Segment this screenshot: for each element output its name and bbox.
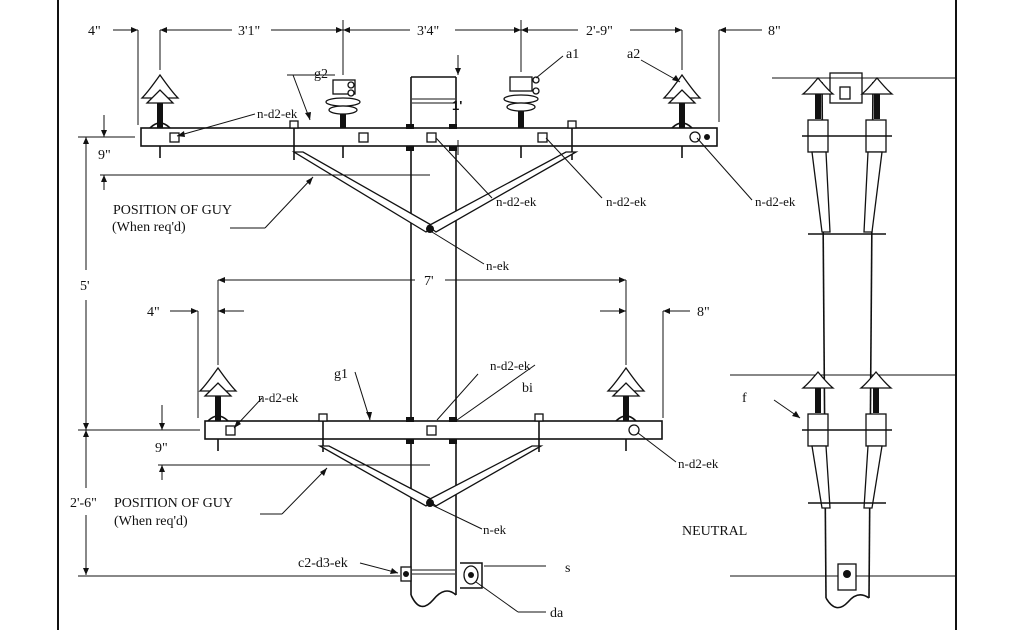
lower-braces (317, 445, 544, 507)
label-nek-top: n-ek (486, 258, 510, 273)
dim-1ft: 1' (452, 98, 462, 113)
label-s: s (565, 561, 570, 576)
dim-9in-low: 9" (155, 441, 168, 456)
label-neutral: NEUTRAL (682, 524, 747, 539)
dim-3ft4: 3'4" (417, 24, 439, 39)
when-reqd-top: (When req'd) (112, 220, 186, 235)
dim-3ft1: 3'1" (238, 24, 260, 39)
label-c2d3ek: c2-d3-ek (298, 556, 348, 571)
label-f: f (742, 391, 747, 406)
side-lower-insulators (730, 370, 955, 509)
label-g2: g2 (314, 67, 328, 82)
dim-8in-low: 8" (697, 305, 710, 320)
label-nd2ek-low-left: n-d2-ek (258, 390, 299, 405)
label-nd2ek-top-left: n-d2-ek (257, 106, 298, 121)
lower-pin-insulator-left (198, 366, 238, 451)
position-guy-top: POSITION OF GUY (113, 203, 232, 218)
label-nd2ek-top-right-mid: n-d2-ek (606, 194, 647, 209)
label-nek-low: n-ek (483, 522, 507, 537)
label-nd2ek-low-center: n-d2-ek (490, 358, 531, 373)
label-nd2ek-top-right: n-d2-ek (755, 194, 796, 209)
dim-9in-top: 9" (98, 148, 111, 163)
dim-7ft: 7' (424, 274, 434, 289)
annotation-text: 4" 3'1" 3'4" 2'-9" 8" 1' a1 a2 g2 n-d2-e… (70, 24, 796, 621)
top-post-insulator-a1 (503, 76, 540, 158)
dim-4in-low: 4" (147, 305, 160, 320)
label-a2: a2 (627, 47, 640, 62)
top-arm-bolts (169, 120, 710, 160)
lower-pin-insulator-right (606, 366, 646, 451)
top-braces (291, 151, 579, 233)
dim-4in-top: 4" (88, 24, 101, 39)
side-neutral-rack (730, 563, 955, 591)
label-bi: bi (522, 381, 533, 396)
top-pin-insulator-right (662, 73, 702, 158)
side-pole (772, 72, 955, 609)
label-g1: g1 (334, 367, 348, 382)
front-view (78, 20, 762, 613)
dim-5ft: 5' (80, 279, 90, 294)
label-nd2ek-top-mid: n-d2-ek (496, 194, 537, 209)
dim-8in-top: 8" (768, 24, 781, 39)
side-top-insulators (801, 76, 894, 235)
label-da: da (550, 606, 564, 621)
when-reqd-low: (When req'd) (114, 514, 188, 529)
pole (410, 76, 457, 608)
label-a1: a1 (566, 47, 579, 62)
side-view (730, 72, 955, 609)
position-guy-low: POSITION OF GUY (114, 496, 233, 511)
top-pin-insulator-left (140, 73, 180, 158)
top-post-insulator-g2 (325, 79, 361, 158)
dim-2ft6: 2'-6" (70, 496, 97, 511)
dim-2ft9: 2'-9" (586, 24, 613, 39)
label-nd2ek-low-right: n-d2-ek (678, 456, 719, 471)
neutral-bolt-c2d3ek (400, 566, 412, 582)
dimension-lines (78, 20, 762, 613)
